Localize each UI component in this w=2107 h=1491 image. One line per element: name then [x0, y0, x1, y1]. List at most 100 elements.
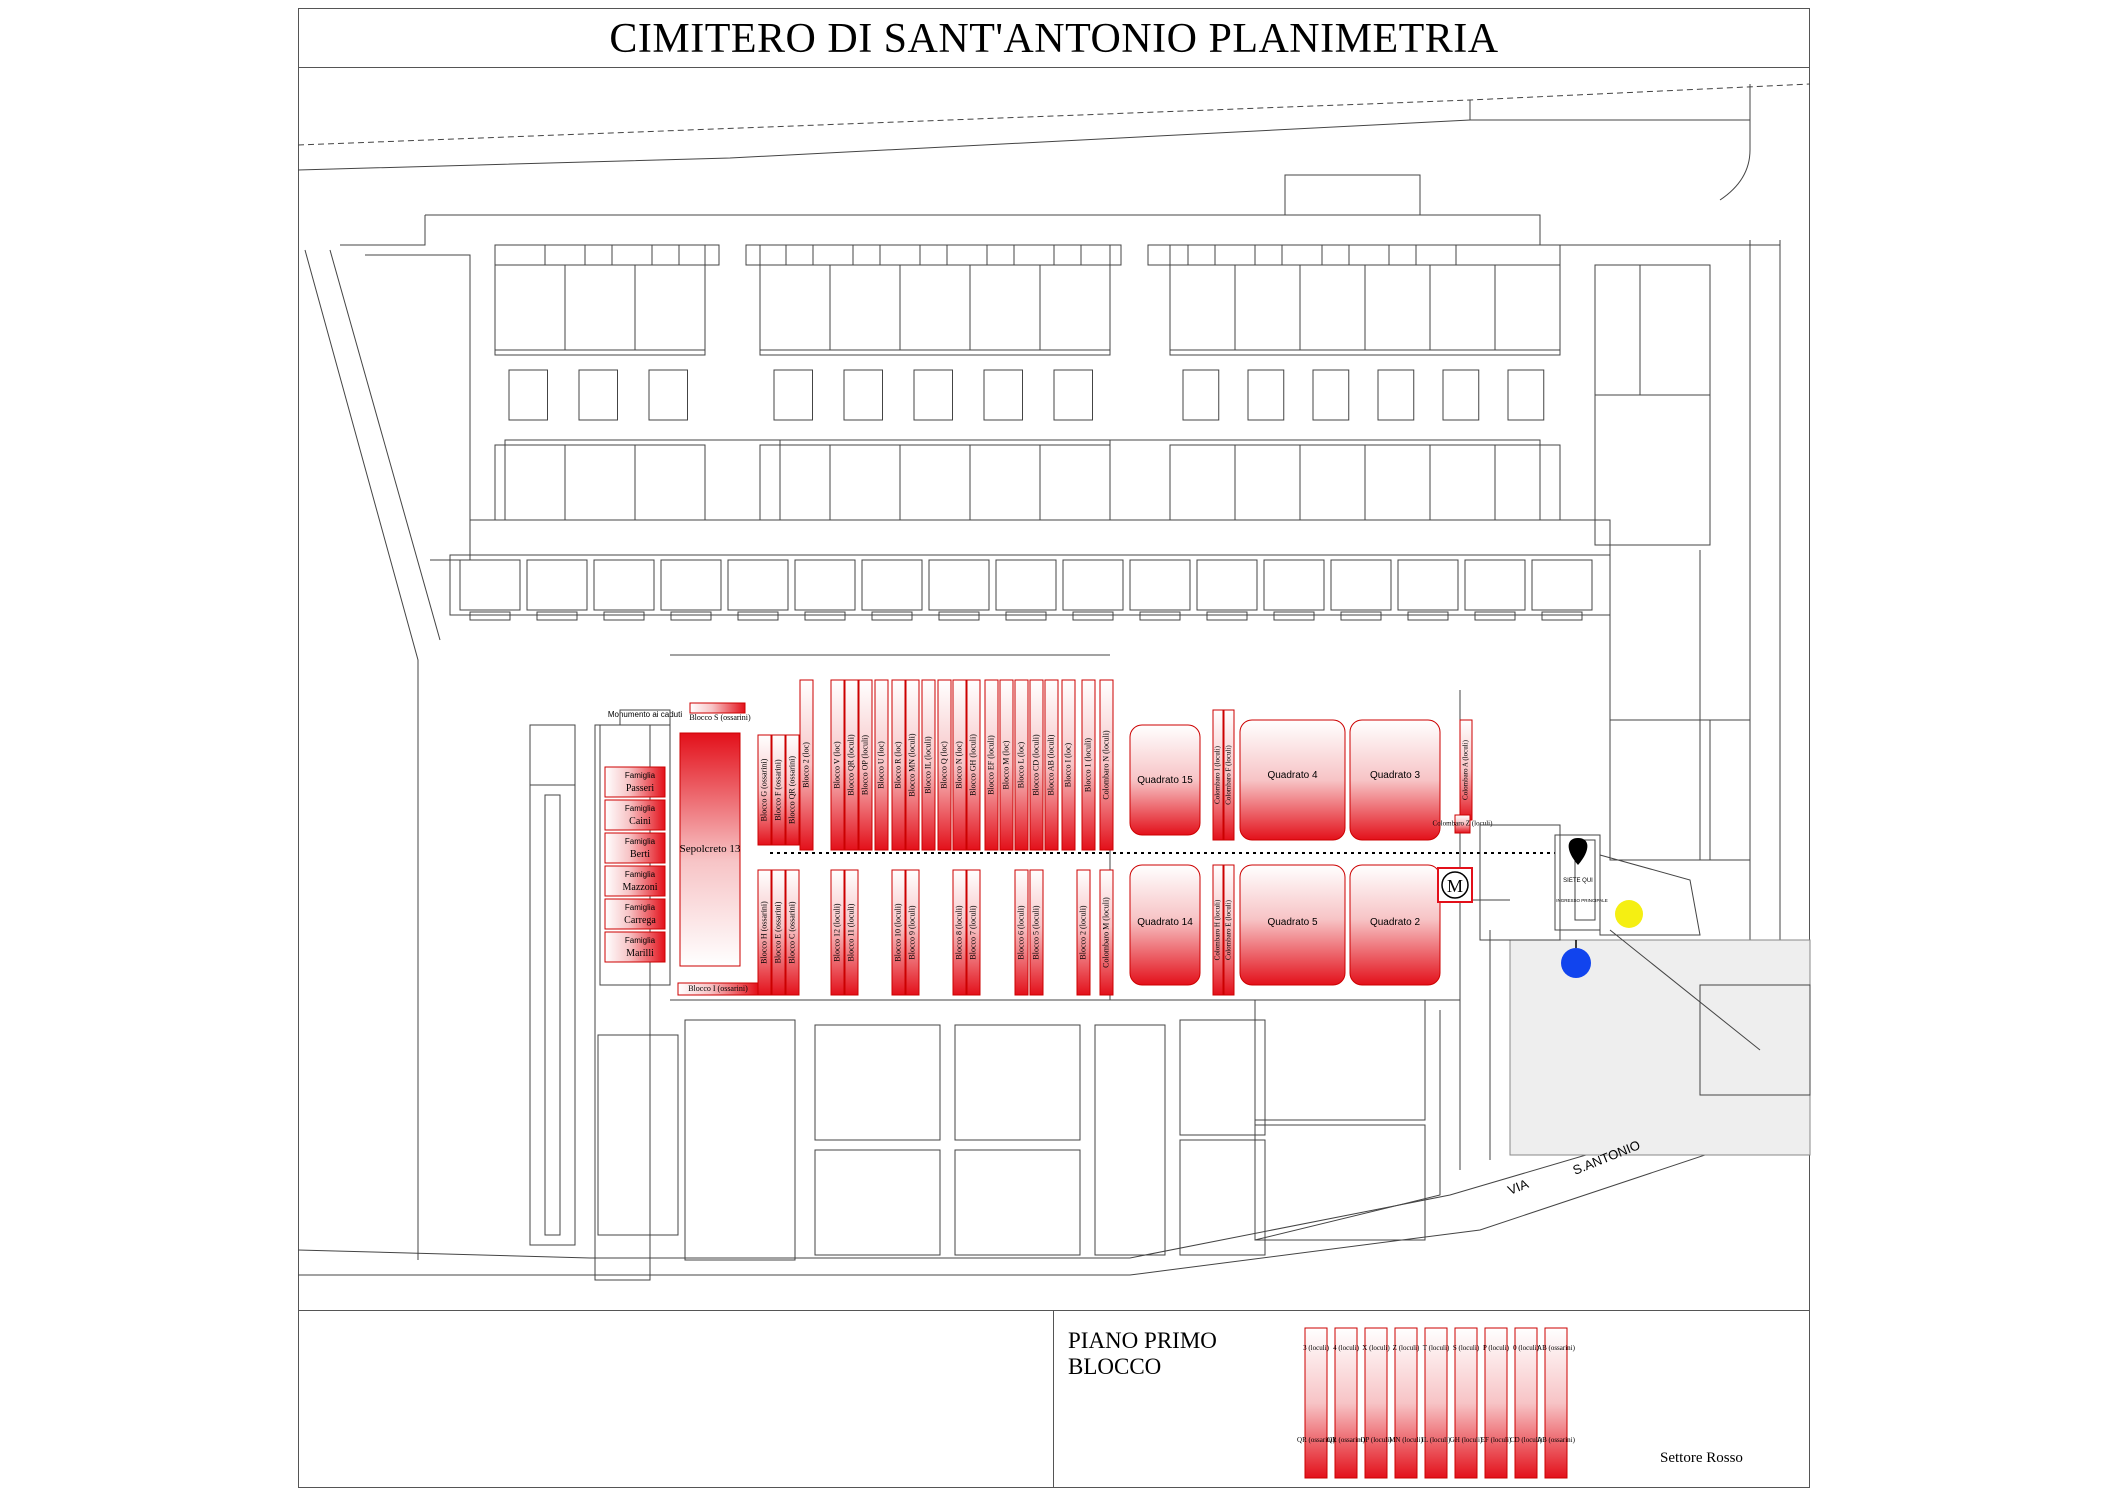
block-upper[interactable]: Blocco CD (loculi): [1029, 679, 1044, 851]
block-upper[interactable]: Blocco EF (loculi): [984, 679, 999, 851]
legend-bottom-label: EF (loculi): [1481, 1436, 1512, 1444]
blocco-i[interactable]: Blocco I (ossarini): [677, 982, 759, 996]
block-lower[interactable]: Blocco 2 (loculi): [1076, 869, 1091, 996]
block-lower[interactable]: Blocco E (ossarini): [771, 869, 786, 996]
legend-bottom-label: CD (loculi): [1510, 1436, 1543, 1444]
block-upper[interactable]: Blocco L (loc): [1014, 679, 1029, 851]
colombaro[interactable]: Colombaro H (loculi): [1212, 864, 1224, 996]
colombaro[interactable]: Colombaro F (loculi): [1223, 709, 1235, 841]
blocco-s[interactable]: [689, 702, 746, 714]
block-upper[interactable]: Blocco V (loc): [830, 679, 845, 851]
block-upper[interactable]: Blocco MN (loculi): [905, 679, 920, 851]
block-upper[interactable]: Blocco M (loc): [999, 679, 1014, 851]
legend-block: [1334, 1327, 1358, 1479]
block-lower[interactable]: Blocco 6 (loculi): [1014, 869, 1029, 996]
family-chapel-prefix: Famiglia: [625, 837, 656, 846]
block-upper[interactable]: Blocco AB (loculi): [1044, 679, 1059, 851]
colombaro-label: Colombaro Z (loculi): [1433, 820, 1494, 828]
street-prefix: VIA: [1506, 1176, 1531, 1198]
block-upper[interactable]: Blocco IL (loculi): [921, 679, 936, 851]
block-lower[interactable]: Blocco H (ossarini): [757, 869, 772, 996]
family-chapel-name: Caini: [629, 816, 651, 827]
block-lower[interactable]: Colombaro M (loculi): [1099, 869, 1114, 996]
family-chapel-name: Berti: [630, 849, 650, 860]
block-upper[interactable]: Blocco 1 (loculi): [1081, 679, 1096, 851]
block-upper[interactable]: Blocco G (ossarini): [757, 734, 772, 846]
quadrato-label: Quadrato 2: [1370, 917, 1420, 928]
block-lower[interactable]: Blocco 5 (loculi): [1029, 869, 1044, 996]
legend-bottom-label: QR (ossarini): [1297, 1436, 1336, 1444]
block-lower-label: Blocco 7 (loculi): [968, 905, 977, 960]
block-upper-label: Blocco F (ossarini): [773, 759, 782, 821]
block-lower[interactable]: Blocco C (ossarini): [785, 869, 800, 996]
colombaro[interactable]: Colombaro I (loculi): [1212, 709, 1224, 841]
quadrato[interactable]: Quadrato 5: [1239, 864, 1346, 986]
family-chapel-prefix: Famiglia: [625, 870, 656, 879]
block-upper-label: Blocco Q (loc): [939, 741, 948, 789]
legend-heading-line2: BLOCCO: [1068, 1354, 1162, 1379]
block-lower-label: Blocco 5 (loculi): [1031, 905, 1040, 960]
block-upper-label: Blocco L (loc): [1016, 741, 1025, 788]
quadrato[interactable]: Quadrato 4: [1239, 719, 1346, 841]
block-upper[interactable]: Blocco I (loc): [1061, 679, 1076, 851]
block-upper[interactable]: Blocco R (loc): [891, 679, 906, 851]
family-chapel-prefix: Famiglia: [625, 936, 656, 945]
block-upper[interactable]: Blocco OP (loculi): [858, 679, 873, 851]
colombaro-label: Colombaro I (loculi): [1214, 745, 1222, 804]
block-upper-label: Blocco 1 (loculi): [1083, 738, 1092, 793]
blue-marker-icon: [1561, 948, 1591, 978]
block-upper-label: Blocco OP (loculi): [860, 735, 869, 795]
block-lower[interactable]: Blocco 9 (loculi): [905, 869, 920, 996]
block-upper-label: Blocco M (loc): [1001, 740, 1010, 789]
legend-top-label: AB (ossarini): [1537, 1344, 1576, 1352]
sepolcreto-13-label: Sepolcreto 13: [680, 843, 741, 855]
quadrato[interactable]: Quadrato 2: [1349, 864, 1441, 986]
family-chapel-prefix: Famiglia: [625, 771, 656, 780]
block-upper-label: Blocco MN (loculi): [907, 733, 916, 796]
colombaro[interactable]: Colombaro E (loculi): [1223, 864, 1235, 996]
legend-top-label: S (loculi): [1453, 1344, 1480, 1352]
quadrato[interactable]: Quadrato 14: [1129, 864, 1201, 986]
family-chapel-name: Mazzoni: [623, 882, 658, 893]
legend-bottom-label: QR (ossarini): [1327, 1436, 1366, 1444]
block-upper-label: Blocco U (loc): [876, 741, 885, 789]
quadrato[interactable]: Quadrato 15: [1129, 724, 1201, 836]
entrance-label: INGRESSO PRINCIPALE: [1556, 898, 1607, 903]
block-lower-label: Blocco 8 (loculi): [954, 905, 963, 960]
block-upper[interactable]: Blocco QR (loculi): [844, 679, 859, 851]
block-upper[interactable]: Blocco QR (ossarini): [785, 734, 800, 846]
colombaro[interactable]: Colombaro Z (loculi): [1433, 814, 1494, 834]
block-upper[interactable]: Blocco GH (loculi): [966, 679, 981, 851]
block-lower[interactable]: Blocco 11 (loculi): [844, 869, 859, 996]
settore-label: Settore Rosso: [1660, 1450, 1743, 1466]
quadrato[interactable]: Quadrato 3: [1349, 719, 1441, 841]
legend-top-label: 3 (loculi): [1303, 1344, 1330, 1352]
colombaro[interactable]: Colombaro A (loculi): [1459, 719, 1473, 821]
m-marker: M: [1437, 867, 1473, 903]
block-upper[interactable]: Colombaro N (loculi): [1099, 679, 1114, 851]
block-upper[interactable]: Blocco N (loc): [952, 679, 967, 851]
legend-block: [1454, 1327, 1478, 1479]
legend-bottom-label: MN (loculi): [1389, 1436, 1423, 1444]
block-lower[interactable]: Blocco 8 (loculi): [952, 869, 967, 996]
sepolcreto-13[interactable]: Sepolcreto 13: [679, 732, 741, 967]
block-lower-label: Blocco H (ossarini): [759, 901, 768, 964]
block-upper[interactable]: Blocco Q (loc): [937, 679, 952, 851]
block-lower-label: Blocco 12 (loculi): [832, 903, 841, 962]
block-lower[interactable]: Blocco 12 (loculi): [830, 869, 845, 996]
block-upper[interactable]: Blocco 2 (loc): [799, 679, 814, 851]
legend-heading-line1: PIANO PRIMO: [1068, 1328, 1217, 1353]
block-lower[interactable]: Blocco 7 (loculi): [966, 869, 981, 996]
legend-top-label: T (loculi): [1423, 1344, 1450, 1352]
block-upper[interactable]: Blocco F (ossarini): [771, 734, 786, 846]
legend-block: [1304, 1327, 1328, 1479]
block-upper[interactable]: Blocco U (loc): [874, 679, 889, 851]
block-lower[interactable]: Blocco 10 (loculi): [891, 869, 906, 996]
